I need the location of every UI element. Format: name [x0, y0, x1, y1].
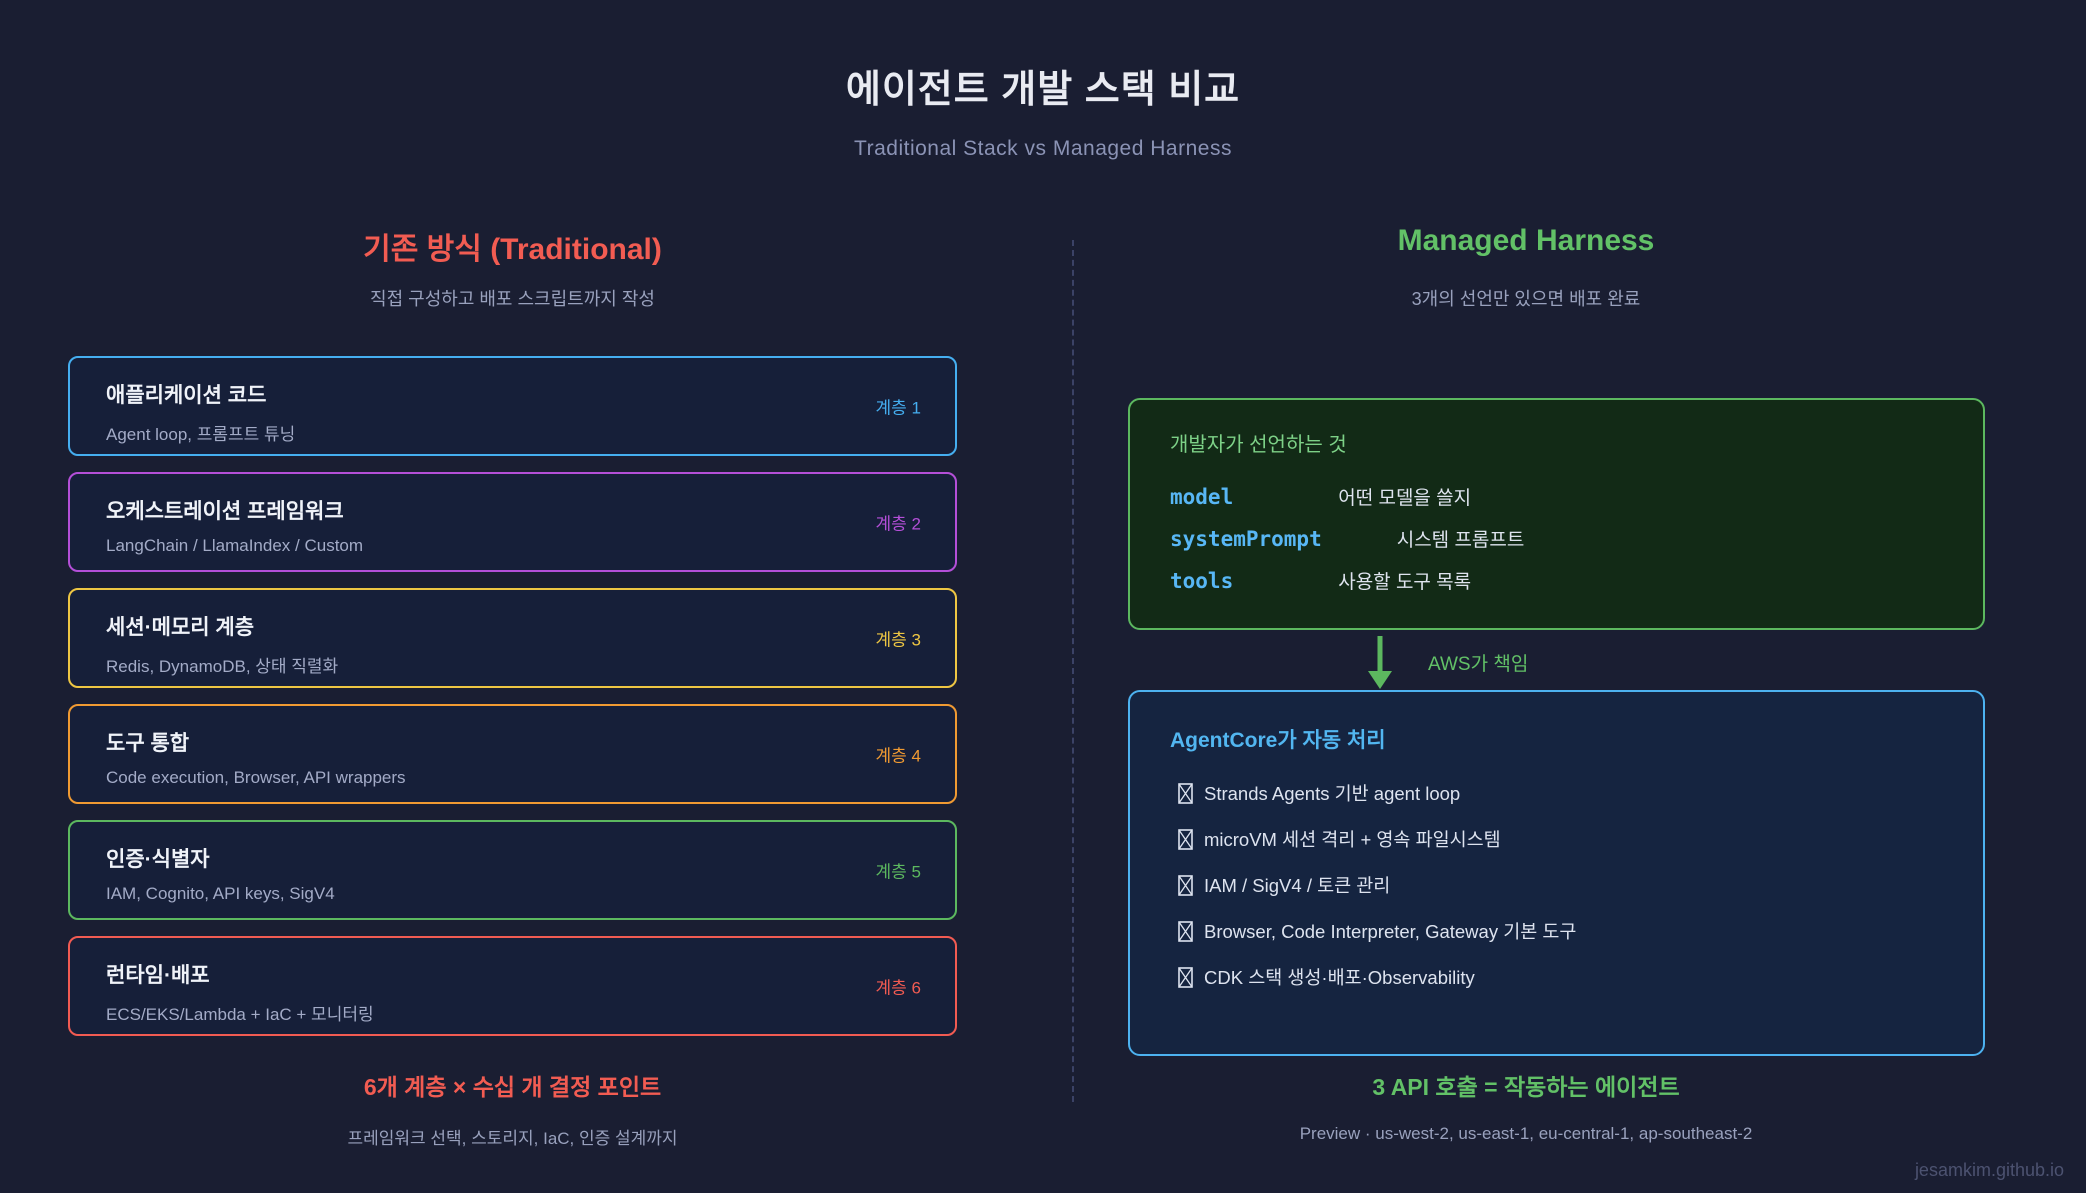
- code-key: systemPrompt: [1170, 527, 1322, 551]
- auto-item-text: Browser, Code Interpreter, Gateway 기본 도구: [1204, 921, 1577, 942]
- check-glyph-icon: [1178, 966, 1193, 988]
- managed-column-subtitle: 3개의 선언만 있으면 배포 완료: [1411, 289, 1641, 309]
- code-key-desc: 사용할 도구 목록: [1338, 572, 1472, 593]
- layer-title: 애플리케이션 코드: [106, 384, 267, 407]
- managed-footer-title: 3 API 호출 = 작동하는 에이전트: [1372, 1074, 1680, 1100]
- agentcore-card-title: AgentCore가 자동 처리: [1170, 729, 1386, 752]
- auto-item: IAM / SigV4 / 토큰 관리: [1178, 872, 1943, 898]
- code-key-desc: 어떤 모델을 쓸지: [1338, 488, 1472, 509]
- managed-column-title: Managed Harness: [1397, 224, 1655, 257]
- layer-title: 오케스트레이션 프레임워크: [106, 500, 344, 523]
- code-key: model: [1170, 485, 1234, 509]
- layer-tag: 계층 4: [875, 746, 921, 766]
- layer-card-orchestration: 오케스트레이션 프레임워크 LangChain / LlamaIndex / C…: [68, 472, 957, 572]
- layer-tag: 계층 3: [875, 630, 921, 650]
- code-key: tools: [1170, 569, 1234, 593]
- page-title: 에이전트 개발 스택 비교: [845, 69, 1241, 111]
- layer-title: 런타임·배포: [106, 964, 210, 987]
- layer-desc: Redis, DynamoDB, 상태 직렬화: [106, 657, 339, 676]
- traditional-footer-title: 6개 계층 × 수십 개 결정 포인트: [363, 1074, 662, 1100]
- check-glyph-icon: [1178, 782, 1193, 804]
- auto-item-text: IAM / SigV4 / 토큰 관리: [1204, 875, 1391, 896]
- traditional-layer-stack: 애플리케이션 코드 Agent loop, 프롬프트 튜닝 계층 1 오케스트레…: [68, 356, 957, 1052]
- auto-item: microVM 세션 격리 + 영속 파일시스템: [1178, 826, 1943, 852]
- watermark: jesamkim.github.io: [1914, 1160, 2064, 1180]
- managed-footer-subtitle: Preview · us-west-2, us-east-1, eu-centr…: [1299, 1124, 1753, 1143]
- layer-title: 인증·식별자: [106, 848, 210, 871]
- traditional-footer-subtitle: 프레임워크 선택, 스토리지, IaC, 인증 설계까지: [347, 1129, 678, 1148]
- layer-card-auth-identity: 인증·식별자 IAM, Cognito, API keys, SigV4 계층 …: [68, 820, 957, 920]
- layer-tag: 계층 5: [875, 862, 921, 882]
- layer-desc: Agent loop, 프롬프트 튜닝: [106, 425, 296, 444]
- layer-tag: 계층 6: [875, 978, 921, 998]
- layer-desc: Code execution, Browser, API wrappers: [106, 768, 406, 787]
- declaration-row-model: model 어떤 모델을 쓸지: [1170, 483, 1943, 510]
- layer-card-session-memory: 세션·메모리 계층 Redis, DynamoDB, 상태 직렬화 계층 3: [68, 588, 957, 688]
- page-subtitle: Traditional Stack vs Managed Harness: [854, 137, 1232, 160]
- traditional-column-title: 기존 방식 (Traditional): [363, 233, 662, 266]
- layer-title: 세션·메모리 계층: [106, 616, 255, 639]
- layer-desc: IAM, Cognito, API keys, SigV4: [106, 884, 335, 903]
- declaration-row-tools: tools 사용할 도구 목록: [1170, 567, 1943, 594]
- layer-title: 도구 통합: [106, 732, 190, 755]
- auto-item: CDK 스택 생성·배포·Observability: [1178, 964, 1943, 990]
- down-arrow-icon: [1362, 634, 1398, 695]
- arrow-label: AWS가 책임: [1428, 654, 1529, 675]
- check-glyph-icon: [1178, 920, 1193, 942]
- layer-tag: 계층 1: [875, 398, 921, 418]
- layer-card-runtime-deploy: 런타임·배포 ECS/EKS/Lambda + IaC + 모니터링 계층 6: [68, 936, 957, 1036]
- agentcore-auto-card: AgentCore가 자동 처리 Strands Agents 기반 agent…: [1128, 690, 1985, 1056]
- auto-item-text: CDK 스택 생성·배포·Observability: [1204, 967, 1475, 988]
- developer-declaration-card: 개발자가 선언하는 것 model 어떤 모델을 쓸지 systemPrompt 시…: [1128, 398, 1985, 630]
- layer-desc: ECS/EKS/Lambda + IaC + 모니터링: [106, 1005, 374, 1024]
- auto-item: Strands Agents 기반 agent loop: [1178, 780, 1943, 806]
- layer-card-tool-integration: 도구 통합 Code execution, Browser, API wrapp…: [68, 704, 957, 804]
- declaration-card-title: 개발자가 선언하는 것: [1170, 434, 1347, 456]
- auto-item-text: Strands Agents 기반 agent loop: [1204, 783, 1461, 804]
- check-glyph-icon: [1178, 828, 1193, 850]
- code-key-desc: 시스템 프롬프트: [1396, 530, 1525, 551]
- auto-item: Browser, Code Interpreter, Gateway 기본 도구: [1178, 918, 1943, 944]
- declaration-row-system-prompt: systemPrompt 시스템 프롬프트: [1170, 525, 1943, 552]
- column-divider: [1072, 240, 1074, 1102]
- layer-tag: 계층 2: [875, 514, 921, 534]
- auto-item-text: microVM 세션 격리 + 영속 파일시스템: [1204, 829, 1501, 850]
- check-glyph-icon: [1178, 874, 1193, 896]
- traditional-column-subtitle: 직접 구성하고 배포 스크립트까지 작성: [370, 289, 655, 309]
- layer-card-application-code: 애플리케이션 코드 Agent loop, 프롬프트 튜닝 계층 1: [68, 356, 957, 456]
- layer-desc: LangChain / LlamaIndex / Custom: [106, 536, 364, 555]
